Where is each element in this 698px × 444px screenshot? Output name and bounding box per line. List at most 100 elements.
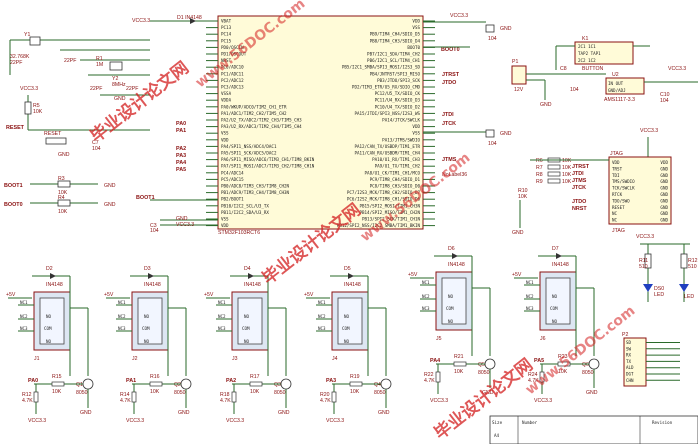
relay-pin-label: COM [242,326,250,331]
r1-ref: R1 [96,56,103,62]
jtag-nrst: NRST [572,206,587,212]
transistor-ref: Q4 [374,382,381,388]
transistor-gnd: GND [278,410,290,416]
relay-pin-label: NO [144,314,150,319]
relay-pin-label: NO [448,294,454,299]
transistor-val: 8050 [582,370,594,376]
relay-pin-label: COM [446,306,454,311]
relay-pin-label: NO [552,319,558,324]
relay-vcc-label: VCC3.3 [226,418,244,424]
pulldown-resistor-val: 4.7K [424,378,435,384]
p2-pin-label: SW [626,346,632,351]
mcu-left-pin-label: PC3/ADC13 [221,85,244,90]
mcu-right-pin-label: VDD [412,19,420,24]
jtdi-label: JTDI [442,112,454,118]
jtag-jtck: JTCK [572,185,586,191]
pulldown-resistor-val: 4.7K [320,398,331,404]
relay-pin-label: NC2 [422,294,430,299]
transistor-gnd: GND [80,410,92,416]
mcu-right-pins: VDDVSSPB9/TIM4_CH4/SDIO_D5PB8/TIM4_CH3/S… [337,19,435,228]
gnd-p1: GND [540,102,552,108]
base-resistor-icon [51,381,65,387]
boot1-net-label: BOOT1 [4,183,23,189]
jtag-resistor-icon [547,164,561,170]
c10-val: 104 [660,98,669,104]
pulldown-resistor-ref: R20 [320,392,330,398]
relay-channel: +5VD2IN4148NC1NONC2COMNC3NOJ1Q18050GNDR1… [6,266,94,424]
boot-block: R3 10K R4 10K GND GND [30,176,116,215]
jtag-right-pin-label: GND [660,198,668,203]
mcu-left-pin-label: PA7/SPI1_MOSI/ADC7/TIM3_CH2/TIM8_CH1N [221,164,315,169]
diode-icon [556,253,562,259]
svg-text:GND/ADJ: GND/ADJ [608,88,626,93]
jtag-jtdo: JTDO [572,199,586,205]
relay-pin-label: COM [44,326,52,331]
mcu-right-pin-label: PB15/SPI2_MOSI/TIM1_CH3N [359,203,420,208]
jtag-left-pin-label: RTCK [612,192,623,197]
gnd-jtag: GND [512,230,524,236]
r11-val: 510 [639,264,648,270]
relay-pin-label: NC3 [526,306,534,311]
transistor-icon [380,378,392,390]
u2-ref: U2 [612,72,619,78]
mcu-left-pin-label: PD1/OSCOUT [221,52,247,57]
transistor-val: 8050 [274,390,286,396]
u2-body [605,77,645,95]
mcu-right-pin-label: VDD [412,124,420,129]
mcu-left-pin-label: PB1/ADC9/TIM3_CH4/TIM8_CH3N [221,190,290,195]
mcu-right-pin-label: VSS [412,131,420,136]
mcu-left-pin-label: PA4/SPI1_NSS/ADC4/DAC1 [221,144,277,149]
jtag-left-pin-label: TCK/SWCLK [612,186,635,191]
transistor-val: 8050 [374,390,386,396]
mcu-right-pin-label: PD2/TIM3_ETR/U5_RX/SDIO_CMD [352,85,421,90]
d1-diode-icon [190,18,196,24]
p2-pin-label: CHN [626,378,634,383]
mcu-left-pin-label: VSS [221,217,229,222]
base-resistor-val: 10K [454,369,464,375]
relay-ref: J6 [540,336,546,342]
mcu-right-pin-label: PB4/JNTRST/SPI3_MISO [370,71,421,76]
r4-val: 10K [58,209,68,215]
mcu-right-pin-label: PB14/SPI2_MISO/TIM1_CH2N [359,210,420,215]
jtag-jtms: JTMS [572,178,587,184]
r10-val: 10K [518,194,528,200]
jtag-right-pin-label: GND [660,205,668,210]
svg-text:TAP2 TAP1: TAP2 TAP1 [578,51,601,56]
r3-val: 10K [58,190,68,196]
relay-supply-label: +5V [304,292,314,298]
pulldown-resistor-val: 4.7K [220,398,231,404]
jtag-right-pin-label: GND [660,179,668,184]
jtag-body [608,156,672,225]
pa4-net-label: PA4 [176,160,186,166]
jtag-left-pin-label: RESET [612,205,625,210]
oscillator-block: Y1 32.768K 22PF 22PF Y2 8MHz R1 1M 22PF … [9,32,150,102]
jtag-resistor-val: 10K [562,165,572,171]
reset-switch-icon [45,137,67,145]
jtag-right-pin-label: VDD [660,160,668,165]
relay-diode-val: IN4148 [448,262,465,268]
svg-text:2C2 1C2: 2C2 1C2 [578,58,596,63]
gnd-net-label: GND [176,216,188,222]
c-22pf-3: 22PF [90,86,102,92]
relay-diode-val: IN4148 [244,282,261,288]
relay-diode-ref: D7 [552,246,559,252]
transistor-val: 8050 [174,390,186,396]
relay-diode-ref: D6 [448,246,455,252]
title-block: Size A4 Number Revision [489,415,698,444]
relay-pin-label: NC3 [318,326,326,331]
relay-pin-label: COM [342,326,350,331]
pulldown-resistor-ref: R12 [22,392,32,398]
relay-coil [545,277,571,325]
relay-pin-label: NC2 [218,314,226,319]
relay-diode-val: IN4148 [144,282,161,288]
pulldown-resistor-val: 4.7K [22,398,33,404]
relay-pin-label: NO [144,339,150,344]
mcu-body [217,15,424,230]
mcu-right-pin-label: PA8/U1_CK/TIM1_CH1/MCO [365,170,421,175]
relay-pin-label: NC2 [118,314,126,319]
relay-ref: J5 [436,336,442,342]
mcu-left-pin-label: PA2/U2_TX/ADC2/TIM2_CH3/TIM5_CH3 [221,118,302,123]
relay-coil [237,297,263,345]
base-resistor-val: 10K [558,369,568,375]
